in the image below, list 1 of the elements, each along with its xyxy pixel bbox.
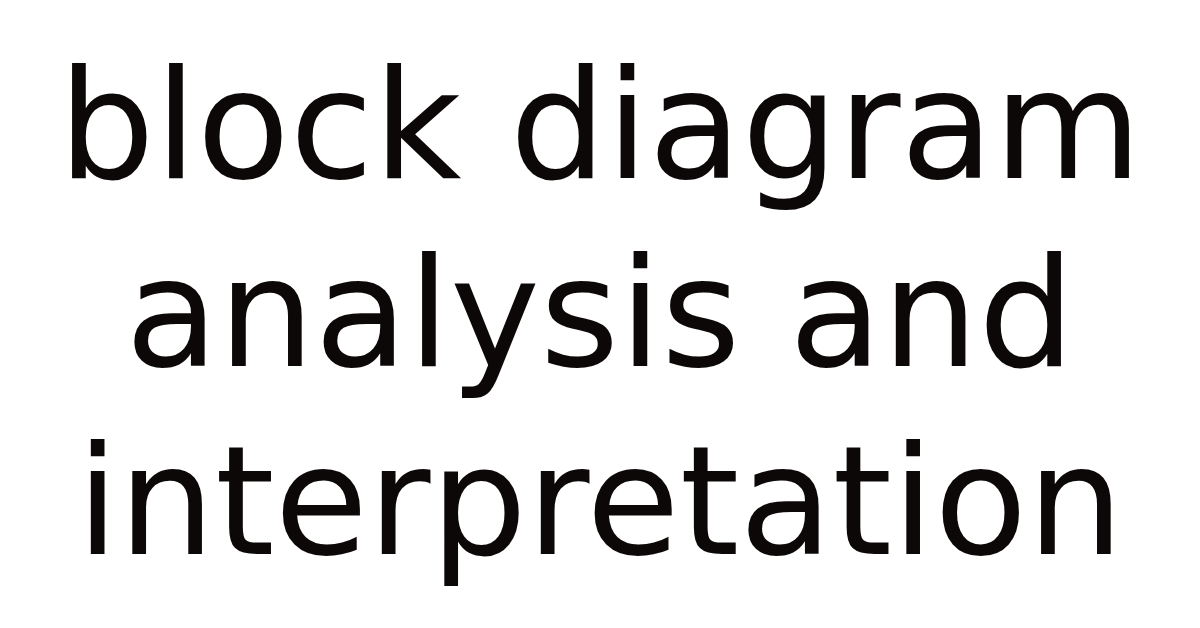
title: block diagram analysis and interpretation — [57, 36, 1143, 592]
